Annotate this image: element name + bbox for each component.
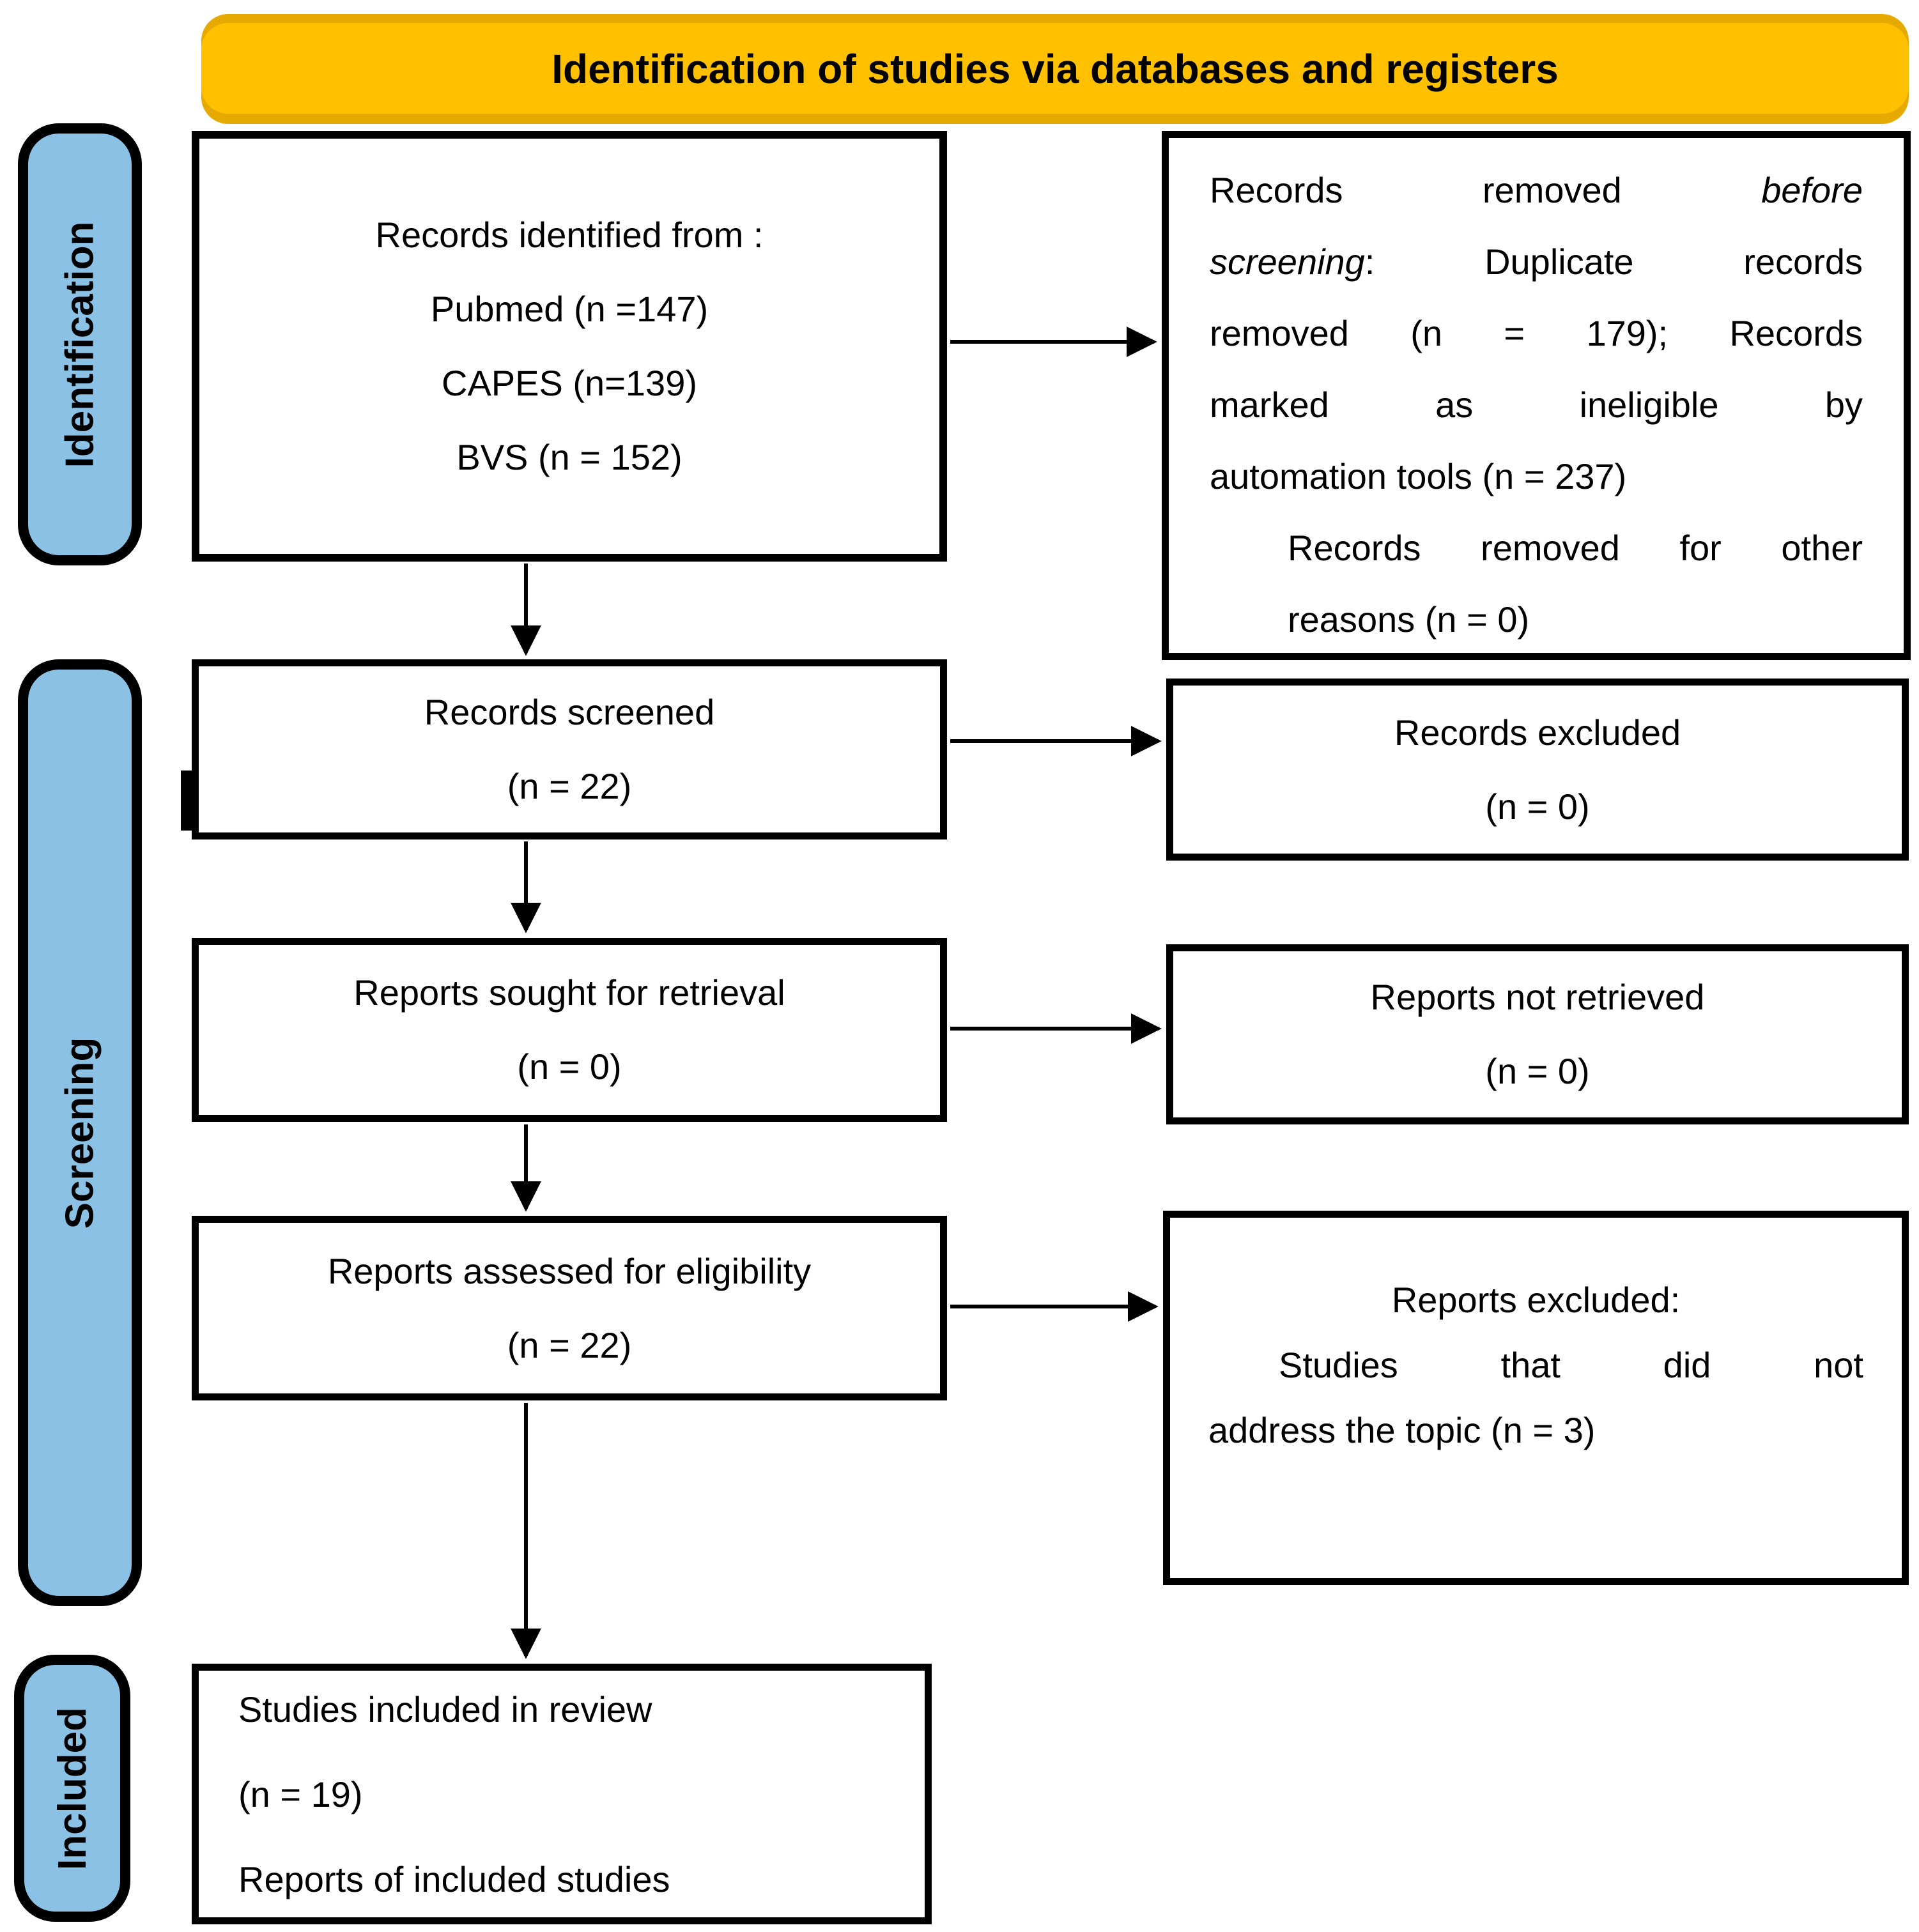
records-removed-line2: screening: Duplicate records: [1210, 226, 1863, 298]
box-reports-excluded: Reports excluded: Studies that did not a…: [1163, 1211, 1909, 1585]
studies-included-line: Studies included in review: [238, 1689, 652, 1729]
studies-included-count: (n = 19): [238, 1774, 363, 1814]
records-removed-line7: reasons (n = 0): [1288, 599, 1530, 640]
records-removed-line1-italic: before: [1761, 170, 1863, 210]
records-removed-line1: Records removed before: [1210, 155, 1863, 226]
records-removed-line5: automation tools (n = 237): [1210, 456, 1627, 496]
box-records-excluded: Records excluded (n = 0): [1166, 678, 1909, 861]
reports-not-retrieved-line: Reports not retrieved: [1370, 977, 1705, 1017]
records-removed-line2-italic: screening: [1210, 241, 1365, 282]
reports-sought-line: Reports sought for retrieval: [353, 972, 785, 1013]
records-identified-pubmed: Pubmed (n =147): [430, 289, 709, 329]
box-records-identified: Records identified from : Pubmed (n =147…: [192, 131, 947, 562]
stage-label-included: Included: [14, 1655, 130, 1922]
stage-label-screening: Screening: [18, 659, 142, 1606]
studies-included-reports: Reports of included studies: [238, 1859, 670, 1899]
box-reports-sought: Reports sought for retrieval (n = 0): [192, 938, 947, 1122]
records-excluded-line: Records excluded: [1394, 712, 1681, 753]
records-identified-line: Records identified from :: [375, 215, 764, 255]
box-reports-assessed: Reports assessed for eligibility (n = 22…: [192, 1216, 947, 1400]
box-records-screened: Records screened (n = 22): [192, 659, 947, 839]
reports-sought-count: (n = 0): [517, 1046, 622, 1087]
records-removed-line3: removed (n = 179); Records: [1210, 313, 1863, 353]
records-removed-line1-pre: Records removed: [1210, 170, 1762, 210]
stage-label-identification-text: Identification: [58, 221, 102, 468]
box-left-notch-artifact: [181, 770, 192, 831]
reports-assessed-count: (n = 22): [507, 1324, 632, 1365]
records-identified-bvs: BVS (n = 152): [456, 437, 682, 477]
stage-label-included-text: Included: [50, 1706, 95, 1870]
records-identified-capes: CAPES (n=139): [442, 363, 697, 403]
stage-label-screening-text: Screening: [58, 1037, 102, 1229]
records-removed-line2-rest: : Duplicate records: [1364, 241, 1863, 282]
records-excluded-count: (n = 0): [1485, 786, 1590, 827]
box-studies-included: Studies included in review (n = 19) Repo…: [192, 1664, 932, 1924]
records-removed-line6: Records removed for other: [1288, 528, 1863, 568]
records-removed-line4: marked as ineligible by: [1210, 385, 1863, 425]
banner-title: Identification of studies via databases …: [201, 14, 1909, 124]
reports-not-retrieved-count: (n = 0): [1485, 1051, 1590, 1091]
reports-excluded-title: Reports excluded:: [1391, 1280, 1681, 1320]
reports-excluded-reason-line2: address the topic (n = 3): [1208, 1410, 1596, 1450]
box-reports-not-retrieved: Reports not retrieved (n = 0): [1166, 944, 1909, 1124]
reports-excluded-reason-line1: Studies that did not: [1279, 1345, 1863, 1385]
reports-assessed-line: Reports assessed for eligibility: [327, 1250, 812, 1291]
records-screened-count: (n = 22): [507, 766, 632, 806]
banner-title-text: Identification of studies via databases …: [551, 46, 1559, 92]
records-screened-line: Records screened: [424, 692, 715, 732]
stage-label-identification: Identification: [18, 123, 142, 565]
box-records-removed-before-screening: Records removed before screening: Duplic…: [1162, 131, 1911, 660]
